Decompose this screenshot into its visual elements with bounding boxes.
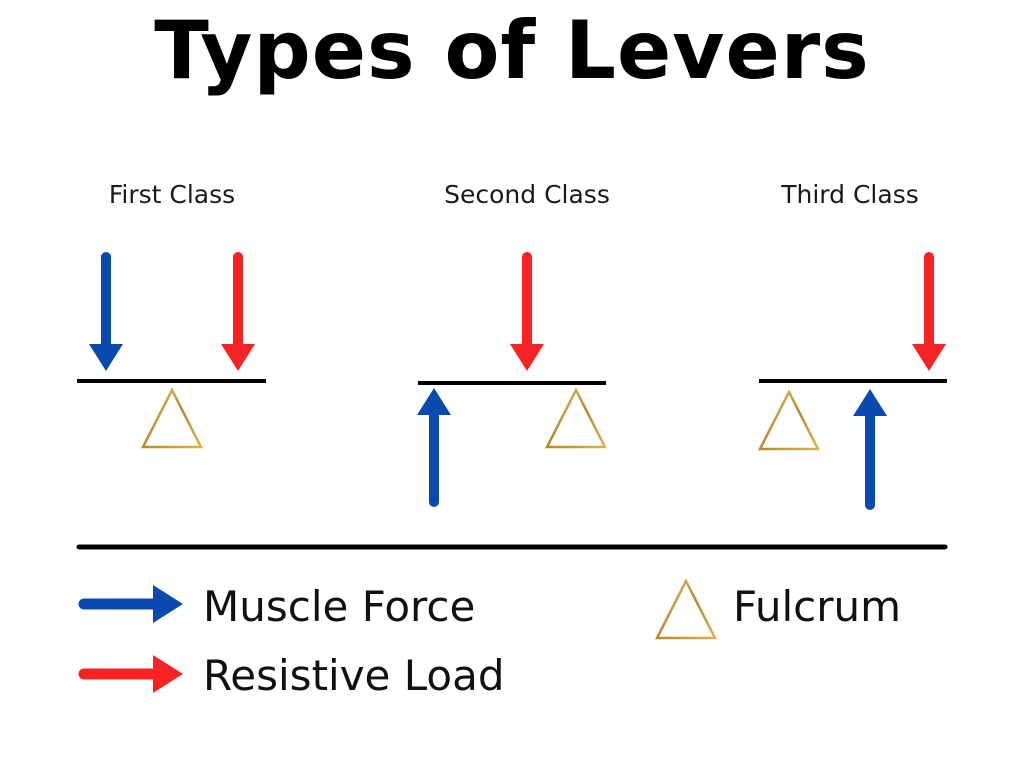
fulcrum-icon	[140, 387, 204, 449]
page-title: Types of Levers	[154, 4, 870, 97]
third-class-lever	[757, 252, 947, 510]
muscle-force-arrow-up-icon	[853, 389, 887, 510]
resistive-load-arrow-down-icon	[221, 252, 255, 371]
third-class-label: Third Class	[780, 180, 919, 209]
fulcrum-icon	[544, 387, 608, 449]
legend-label-resistive-load: Resistive Load	[203, 651, 505, 700]
second-class-label: Second Class	[444, 180, 610, 209]
second-class-lever	[417, 252, 608, 507]
legend-label-fulcrum: Fulcrum	[733, 582, 901, 631]
legend: Muscle Force Resistive Load Fulcrum	[78, 578, 901, 700]
resistive-load-arrow-down-icon	[510, 252, 544, 371]
legend-item-fulcrum: Fulcrum	[654, 578, 901, 640]
first-class-label: First Class	[109, 180, 235, 209]
legend-label-muscle-force: Muscle Force	[203, 582, 475, 631]
blue-arrow-icon	[78, 585, 183, 623]
fulcrum-icon	[757, 389, 821, 451]
resistive-load-arrow-down-icon	[912, 252, 946, 371]
triangle-icon	[654, 578, 718, 640]
first-class-lever	[77, 252, 266, 449]
legend-item-resistive-load: Resistive Load	[78, 651, 505, 700]
legend-item-muscle-force: Muscle Force	[78, 582, 475, 631]
red-arrow-icon	[78, 655, 183, 693]
muscle-force-arrow-down-icon	[89, 252, 123, 371]
muscle-force-arrow-up-icon	[417, 388, 451, 507]
